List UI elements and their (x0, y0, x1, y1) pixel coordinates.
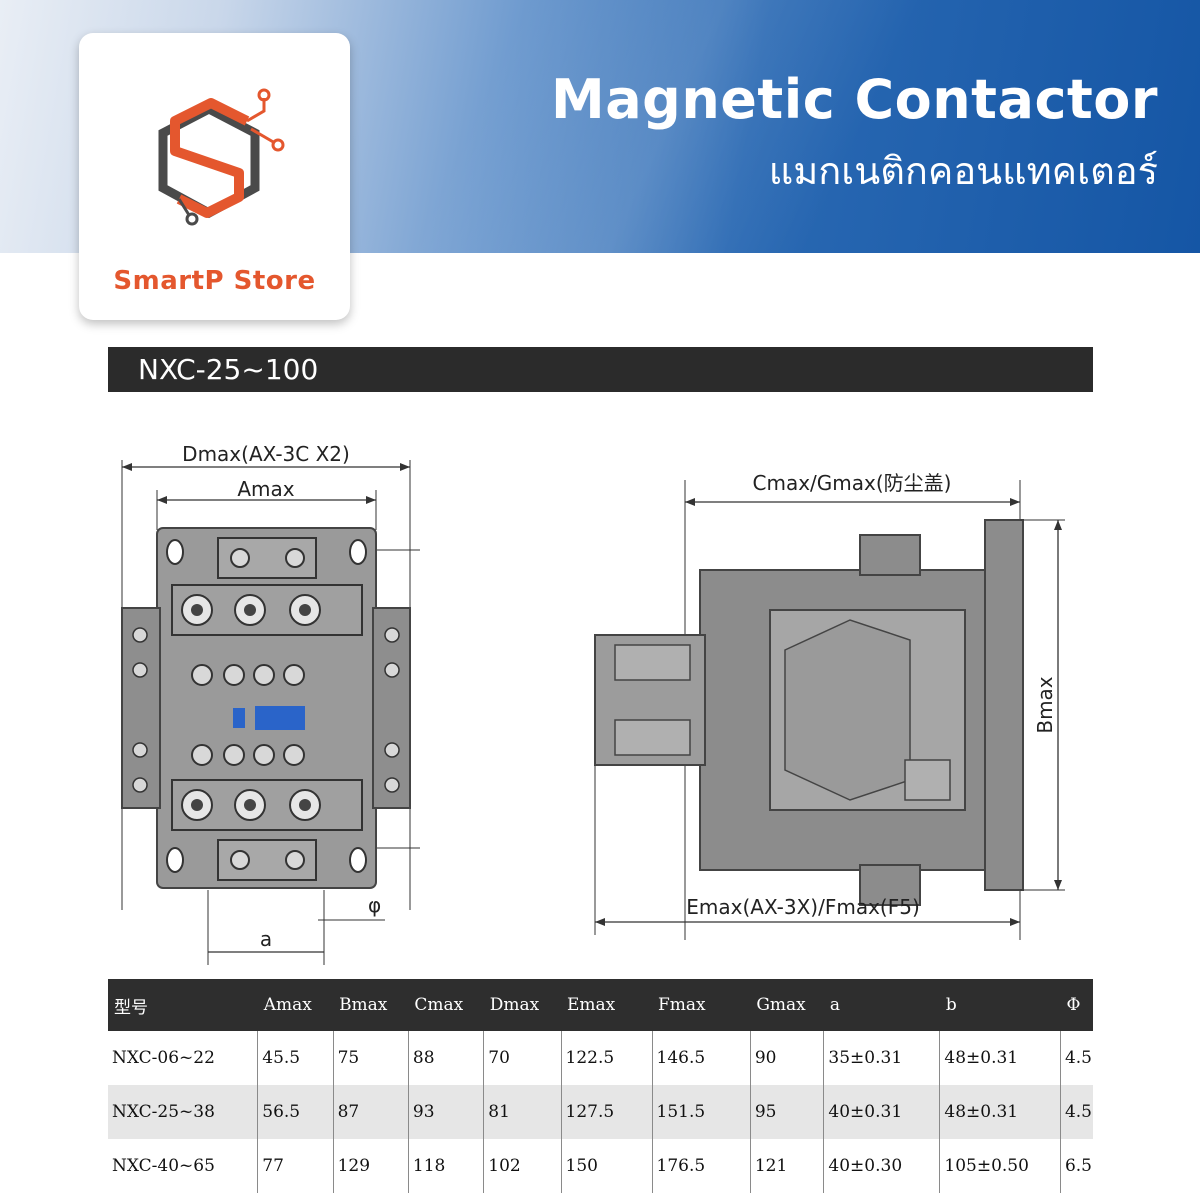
table-cell: 75 (332, 1031, 409, 1085)
table-header: Dmax (489, 995, 540, 1015)
table-header: 型号 (114, 997, 148, 1018)
table-header: Cmax (414, 995, 464, 1015)
dim-amax: Amax (237, 477, 294, 501)
table-header: a (829, 995, 841, 1015)
table-row: NXC-25~38 56.5 87 93 81 127.5 151.5 95 4… (108, 1085, 1093, 1139)
table-cell: 6.5 (1059, 1139, 1093, 1193)
dim-cmax: Cmax/Gmax(防尘盖) (753, 471, 952, 495)
dim-a: a (260, 927, 272, 951)
table-cell: 4.5 (1059, 1031, 1093, 1085)
table-cell: 90 (749, 1031, 824, 1085)
table-header: Gmax (756, 995, 806, 1015)
table-cell: 176.5 (651, 1139, 751, 1193)
table-cell: 4.5 (1059, 1085, 1093, 1139)
table-row: NXC-06~22 45.5 75 88 70 122.5 146.5 90 3… (108, 1031, 1093, 1085)
dim-emax: Emax(AX-3X)/Fmax(F5) (686, 895, 920, 919)
table-header: b (945, 995, 957, 1015)
table-cell: 146.5 (651, 1031, 751, 1085)
table-cell: 35±0.31 (823, 1031, 940, 1085)
table-cell: 70 (483, 1031, 561, 1085)
model-label: NXC-25~100 (138, 353, 319, 386)
smartp-logo-icon (158, 88, 285, 226)
table-header: Φ (1066, 995, 1081, 1015)
dim-bmax: Bmax (1033, 676, 1057, 733)
table-cell: NXC-06~22 (112, 1048, 215, 1068)
dim-phi: φ (368, 893, 381, 917)
table-cell: 102 (483, 1139, 561, 1193)
spec-table: 型号 Amax Bmax Cmax Dmax Emax Fmax Gmax a … (108, 979, 1093, 1193)
logo-text: SmartP Store (113, 266, 316, 296)
table-cell: 45.5 (257, 1031, 334, 1085)
table-header: Emax (567, 995, 616, 1015)
table-cell: 56.5 (257, 1085, 334, 1139)
table-cell: 122.5 (560, 1031, 652, 1085)
side-view-drawing: Cmax/Gmax(防尘盖) Bmax Emax(AX-3X)/Fmax(F5) (594, 471, 1065, 940)
table-cell: 40±0.31 (823, 1085, 940, 1139)
table-header: Fmax (658, 995, 706, 1015)
table-cell: 121 (749, 1139, 824, 1193)
table-cell: 105±0.50 (939, 1139, 1061, 1193)
page-title: Magnetic Contactor (550, 68, 1158, 131)
table-cell: 150 (560, 1139, 652, 1193)
table-header: Bmax (339, 995, 388, 1015)
table-cell: NXC-40~65 (112, 1156, 215, 1176)
table-cell: NXC-25~38 (112, 1102, 215, 1122)
logo-card: SmartP Store (79, 33, 350, 320)
table-cell: 88 (407, 1031, 484, 1085)
table-cell: 87 (332, 1085, 409, 1139)
table-cell: 93 (407, 1085, 484, 1139)
table-cell: 77 (257, 1139, 334, 1193)
front-view-drawing: Dmax(AX-3C X2) Amax b (121, 442, 420, 965)
table-cell: 40±0.30 (823, 1139, 940, 1193)
table-cell: 48±0.31 (939, 1085, 1061, 1139)
table-cell: 151.5 (651, 1085, 751, 1139)
table-header-row: 型号 Amax Bmax Cmax Dmax Emax Fmax Gmax a … (108, 979, 1093, 1031)
table-header: Amax (263, 995, 312, 1015)
table-cell: 127.5 (560, 1085, 652, 1139)
table-cell: 81 (483, 1085, 561, 1139)
page-subtitle: แมกเนติกคอนแทคเตอร์ (768, 149, 1158, 193)
table-cell: 129 (332, 1139, 409, 1193)
table-cell: 48±0.31 (939, 1031, 1061, 1085)
model-bar: NXC-25~100 (108, 347, 1093, 392)
table-row: NXC-40~65 77 129 118 102 150 176.5 121 4… (108, 1139, 1093, 1193)
dim-dmax: Dmax(AX-3C X2) (182, 442, 350, 466)
table-cell: 95 (749, 1085, 824, 1139)
table-cell: 118 (407, 1139, 484, 1193)
